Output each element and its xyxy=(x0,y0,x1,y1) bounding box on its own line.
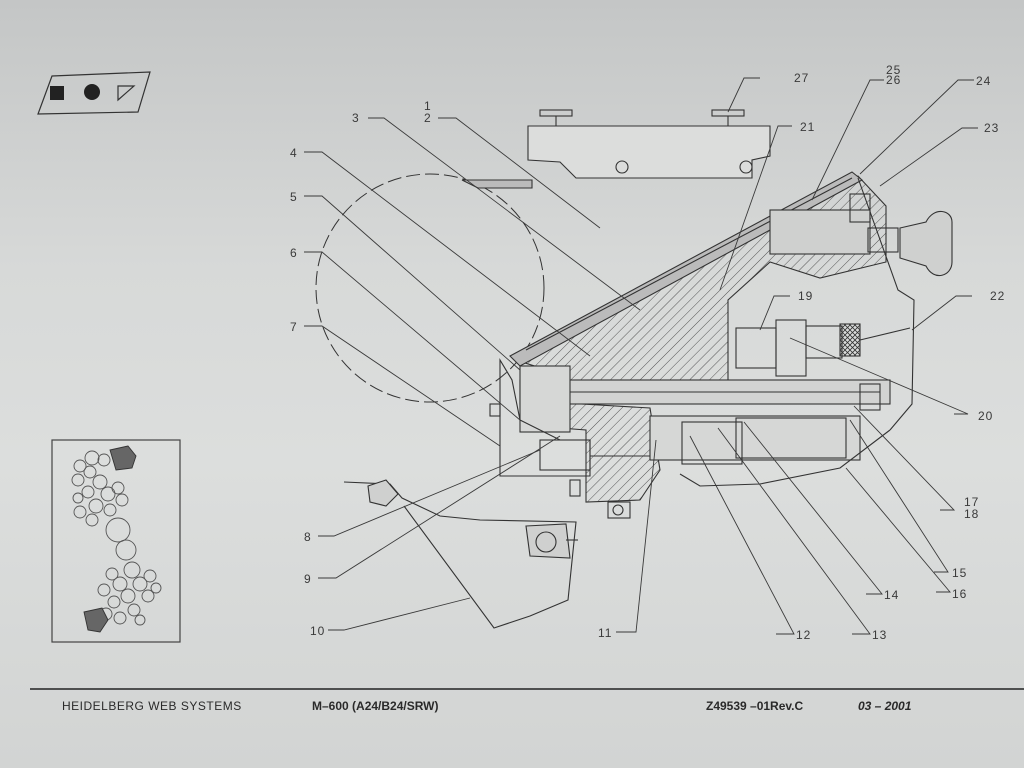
footer-model: M–600 (A24/B24/SRW) xyxy=(312,699,439,713)
footer-doc-number: Z49539 –01Rev.C xyxy=(706,699,804,713)
callout-7: 7 xyxy=(290,320,298,334)
callout-1: 1 xyxy=(424,99,432,113)
machine-overview-diagram xyxy=(51,439,181,643)
callout-5: 5 xyxy=(290,190,298,204)
callout-20: 20 xyxy=(978,409,993,423)
circle-icon xyxy=(84,84,100,100)
callout-27: 27 xyxy=(794,71,809,85)
callout-26: 26 xyxy=(886,73,901,87)
callout-14: 14 xyxy=(884,588,899,602)
callout-labels: 1 2 3 4 5 6 7 8 9 10 11 12 13 14 15 16 1… xyxy=(290,63,1005,642)
triangle-icon xyxy=(117,85,136,102)
callout-10: 10 xyxy=(310,624,325,638)
callout-16: 16 xyxy=(952,587,967,601)
callout-9: 9 xyxy=(304,572,312,586)
legend-box xyxy=(37,71,151,115)
callout-25: 25 xyxy=(886,63,901,77)
callout-6: 6 xyxy=(290,246,298,260)
callout-2: 2 xyxy=(424,111,432,125)
callout-21: 21 xyxy=(800,120,815,134)
callout-13: 13 xyxy=(872,628,887,642)
form-roller-outline xyxy=(315,173,545,403)
callout-18: 18 xyxy=(964,507,979,521)
callout-23: 23 xyxy=(984,121,999,135)
footer-company: HEIDELBERG WEB SYSTEMS xyxy=(62,699,242,713)
callout-11: 11 xyxy=(598,626,612,640)
callout-17: 17 xyxy=(964,495,979,509)
callout-12: 12 xyxy=(796,628,811,642)
callout-8: 8 xyxy=(304,530,312,544)
square-icon xyxy=(50,86,64,100)
callout-19: 19 xyxy=(798,289,813,303)
dampening-assembly xyxy=(315,109,953,629)
callout-leader-lines xyxy=(304,77,978,635)
callout-15: 15 xyxy=(952,566,967,580)
callout-24: 24 xyxy=(976,74,991,88)
footer-date: 03 – 2001 xyxy=(858,699,912,713)
callout-22: 22 xyxy=(990,289,1005,303)
callout-3: 3 xyxy=(352,111,360,125)
callout-4: 4 xyxy=(290,146,298,160)
